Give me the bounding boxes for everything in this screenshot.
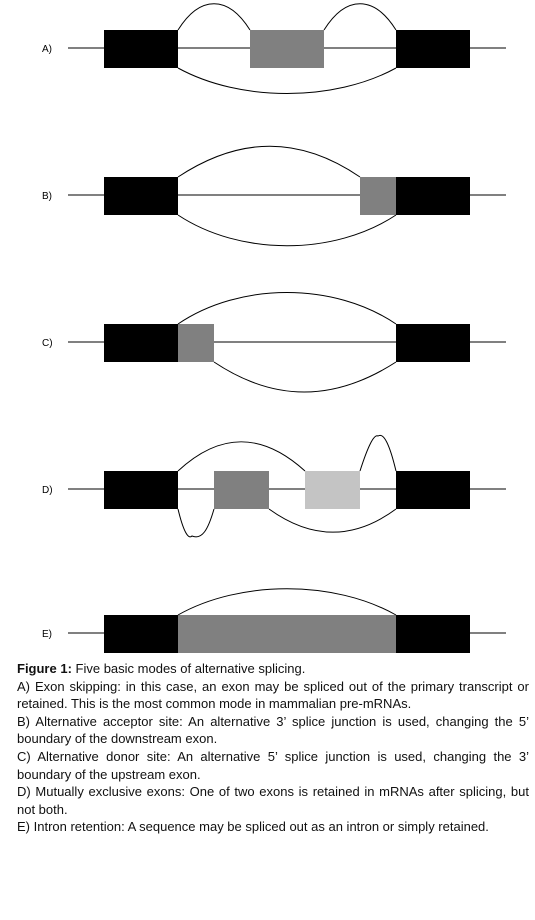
caption-text-e: Intron retention: A sequence may be spli…: [33, 819, 489, 835]
caption-item-a: A) Exon skipping: in this case, an exon …: [17, 678, 529, 713]
downstream-exon: [396, 471, 470, 509]
caption-text-a: Exon skipping: in this case, an exon may…: [17, 678, 529, 712]
caption-title: Figure 1: Five basic modes of alternativ…: [17, 660, 529, 678]
panel-b: B): [42, 145, 506, 247]
upstream-exon: [104, 177, 178, 215]
upstream-exon: [104, 615, 178, 653]
mutually-exclusive-exon-1: [214, 471, 269, 509]
splice-junction: [177, 3, 251, 31]
splicing-diagram: A) B) C) D): [42, 3, 506, 653]
caption-item-e: E) Intron retention: A sequence may be s…: [17, 818, 529, 836]
caption-item-c: C) Alternative donor site: An alternativ…: [17, 748, 529, 783]
caption-label-c: C): [17, 748, 31, 764]
mutually-exclusive-exon-2: [305, 471, 360, 509]
alternative-exon: [250, 30, 324, 68]
caption-label-a: A): [17, 678, 30, 694]
downstream-exon: [396, 177, 470, 215]
splice-junction: [177, 508, 215, 538]
caption-item-d: D) Mutually exclusive exons: One of two …: [17, 783, 529, 818]
caption-text-b: Alternative acceptor site: An alternativ…: [17, 713, 529, 747]
figure-title: Five basic modes of alternative splicing…: [75, 661, 306, 676]
splice-junction: [177, 588, 397, 616]
caption-label-b: B): [17, 713, 30, 729]
splice-junction: [177, 214, 397, 247]
panel-label-e: E): [42, 629, 52, 640]
skip-junction: [177, 67, 397, 94]
splice-junction: [177, 441, 306, 472]
figure-label: Figure 1:: [17, 661, 72, 676]
caption-text-d: Mutually exclusive exons: One of two exo…: [17, 784, 529, 817]
retained-intron: [178, 615, 396, 653]
downstream-exon: [396, 615, 470, 653]
splice-junction: [177, 292, 397, 325]
panel-d: D): [42, 434, 506, 538]
downstream-exon: [396, 30, 470, 68]
caption-text-c: Alternative donor site: An alternative 5…: [17, 748, 530, 782]
panel-label-b: B): [42, 191, 52, 202]
upstream-exon: [104, 324, 178, 362]
upstream-exon: [104, 471, 178, 509]
upstream-exon: [104, 30, 178, 68]
panel-label-d: D): [42, 485, 53, 496]
splice-junction: [268, 508, 397, 533]
panel-a: A): [42, 3, 506, 94]
caption-item-b: B) Alternative acceptor site: An alterna…: [17, 713, 529, 748]
downstream-exon: [396, 324, 470, 362]
panel-c: C): [42, 292, 506, 393]
caption-label-e: E): [17, 819, 30, 835]
splice-junction: [359, 434, 397, 472]
splice-junction: [323, 3, 397, 31]
panel-e: E): [42, 588, 506, 653]
splice-junction: [213, 361, 397, 393]
caption-label-d: D): [17, 784, 31, 800]
alternative-donor-region: [178, 324, 214, 362]
alternative-acceptor-region: [360, 177, 396, 215]
panel-label-c: C): [42, 338, 53, 349]
panel-label-a: A): [42, 44, 52, 55]
figure-caption: Figure 1: Five basic modes of alternativ…: [17, 660, 529, 836]
splice-junction: [177, 145, 361, 178]
